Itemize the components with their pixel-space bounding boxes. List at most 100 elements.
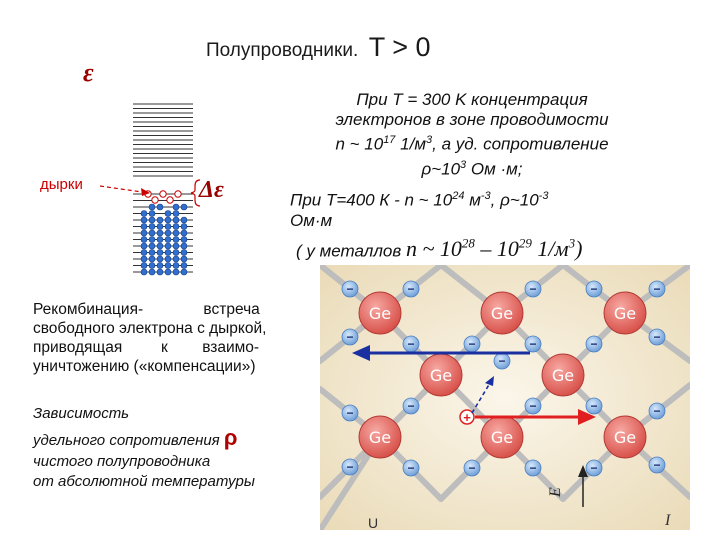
recombination-definition: Рекомбинация- встреча свободного электро… [33, 300, 295, 376]
bond-electron: − [402, 280, 420, 298]
ge-atom: Ge [603, 291, 647, 335]
ge-atom: Ge [480, 291, 524, 335]
electron-sign: − [653, 330, 660, 344]
electron-sign: − [346, 460, 353, 474]
recomb-line-2: свободного электрона с дыркой, [33, 320, 267, 337]
t400-paragraph: При T=400 К - n ~ 1024 м-3, ρ~10-3 Ом·м [290, 186, 690, 231]
electron-circle [341, 404, 359, 422]
electron-dot [164, 242, 172, 250]
bond-electron: − [402, 335, 420, 353]
electron-dot [148, 236, 156, 243]
t400-line-2: Ом·м [290, 210, 333, 230]
electron-dot [172, 210, 180, 217]
free-electron: − [493, 352, 511, 370]
t300-line-1: При T = 300 K концентрация [356, 90, 588, 109]
electron-drift-arrowhead [352, 345, 370, 361]
ge-atom-circle [480, 291, 524, 335]
metals-e: ) [575, 236, 583, 262]
electron-circle [402, 280, 420, 298]
t400-line-1: При T=400 К - n ~ 1024 м-3, ρ~10-3 [290, 186, 690, 211]
t300-line-2: электронов в зоне проводимости [335, 110, 609, 129]
ge-atom: Ge [480, 415, 524, 459]
recomb-line-1: Рекомбинация- встреча [33, 301, 260, 318]
bond-electron: − [524, 335, 542, 353]
electron-dot [172, 203, 180, 211]
ge-atom-label: Ge [369, 304, 391, 323]
recomb-line-4: уничтожению («компенсации») [33, 358, 256, 375]
t400-exp-2: -3 [480, 190, 491, 202]
electron-dot [172, 216, 180, 224]
electron-dot [140, 242, 148, 250]
bond-electron: − [402, 397, 420, 415]
electron-sign: − [468, 461, 475, 475]
metals-d: 1/м [531, 236, 569, 262]
resistivity-dependency-note: Зависимость удельного сопротивления ρ чи… [33, 402, 255, 493]
metals-exp-2: 29 [518, 236, 532, 251]
electron-sign: − [653, 458, 660, 472]
electron-dot [148, 229, 156, 237]
title-main: Полупроводники. [206, 40, 359, 61]
electron-dot [164, 262, 172, 269]
bond-electron: − [585, 335, 603, 353]
electron-dot [148, 242, 156, 250]
ge-atom: Ge [358, 291, 402, 335]
ge-atom-circle [603, 415, 647, 459]
electron-circle [585, 280, 603, 298]
electron-dot [180, 249, 188, 256]
dep-line-2-text: удельного сопротивления [33, 432, 224, 449]
bond-electron: − [463, 335, 481, 353]
electron-dot [148, 249, 156, 256]
electron-dot [164, 223, 172, 230]
electron-dot [140, 268, 148, 276]
electron-dot [164, 210, 172, 217]
bond-electron: − [402, 459, 420, 477]
t400-b: м [464, 190, 481, 210]
electron-sign: − [529, 399, 536, 413]
ge-atom: Ge [541, 353, 585, 397]
metals-b: n ~ 10 [406, 236, 462, 262]
hole-dot [166, 196, 174, 204]
electron-circle [341, 328, 359, 346]
ge-atom-label: Ge [552, 366, 574, 385]
t300-line-4a: ρ~10 [421, 159, 461, 179]
electron-dot [172, 229, 180, 237]
ge-atom: Ge [419, 353, 463, 397]
bond-electron: − [524, 459, 542, 477]
electron-dot [172, 255, 180, 263]
ge-atom-circle [603, 291, 647, 335]
ge-atom-label: Ge [614, 428, 636, 447]
electron-dot [164, 236, 172, 243]
electron-dot [148, 223, 156, 230]
electron-dot [172, 262, 180, 269]
dep-line-4: от абсолютной температуры [33, 473, 255, 490]
band-diagram [99, 103, 201, 276]
t400-c: , ρ~10 [490, 190, 539, 210]
electron-sign: − [529, 461, 536, 475]
electron-dot [156, 268, 164, 276]
page-title: Полупроводники. T > 0 [206, 32, 431, 63]
electron-sign: − [590, 399, 597, 413]
t300-line-3c: , а уд. сопротивление [432, 134, 609, 154]
electron-dot [140, 255, 148, 263]
holes-arrow [99, 185, 150, 196]
electron-sign: − [346, 406, 353, 420]
hole-dot [174, 190, 182, 198]
electron-sign: − [407, 399, 414, 413]
electron-circle [585, 335, 603, 353]
electron-dot [140, 236, 148, 243]
electron-dot [172, 249, 180, 256]
dep-line-3: чистого полупроводника [33, 453, 211, 470]
metals-exp-3: 3 [568, 236, 576, 251]
bond-electron: − [648, 280, 666, 298]
electron-dot [148, 210, 156, 217]
electron-dot [180, 229, 188, 237]
electron-dot [180, 242, 188, 250]
recomb-line-3: приводящая к взаимо- [33, 339, 260, 356]
electron-dot [172, 268, 180, 276]
electron-dot [140, 262, 148, 269]
bond-electron: − [648, 328, 666, 346]
electron-circle [524, 335, 542, 353]
electron-sign: − [590, 461, 597, 475]
